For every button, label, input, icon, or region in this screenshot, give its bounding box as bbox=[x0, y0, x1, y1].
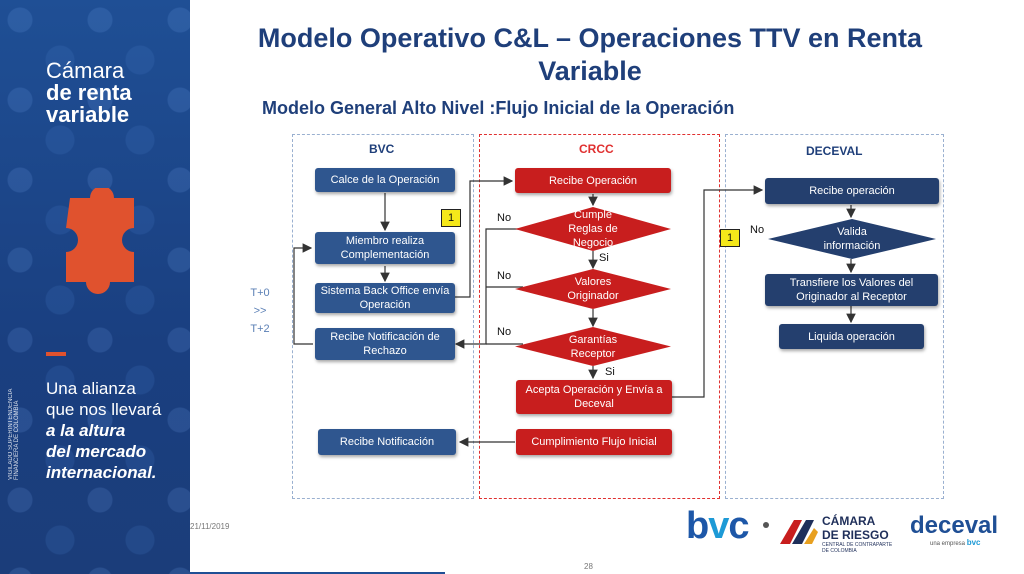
sidebar-panel: Cámara de renta variable Una alianza que… bbox=[0, 0, 190, 574]
brand-text: Cámara de renta variable bbox=[46, 60, 132, 126]
footer-date: 21/11/2019 bbox=[190, 522, 230, 531]
decision-diamond-shape bbox=[768, 219, 936, 259]
deceval-transfiere-box: Transfiere los Valores del Originador al… bbox=[765, 274, 938, 306]
puzzle-piece-icon bbox=[66, 188, 134, 294]
slogan-line-1: Una alianza bbox=[46, 379, 136, 398]
lane-title-bvc: BVC bbox=[369, 142, 395, 156]
bvc-backoffice-box: Sistema Back Office envía Operación bbox=[315, 283, 455, 313]
lane-deceval bbox=[725, 134, 944, 499]
slogan-line-2: que nos llevará bbox=[46, 400, 162, 419]
slogan-line-4: del mercado bbox=[46, 442, 147, 461]
no-label-cumple: No bbox=[497, 212, 512, 224]
slogan-line-3: a la altura bbox=[46, 421, 126, 440]
deceval-valida-label: Valida información bbox=[823, 226, 881, 252]
crcc-garantias-decision: Garantías Receptor bbox=[515, 327, 671, 366]
slogan-line-5: internacional. bbox=[46, 463, 157, 482]
timeline-label: T+0 >> T+2 bbox=[244, 284, 276, 338]
lane-bvc bbox=[292, 134, 474, 499]
slide-title: Modelo Operativo C&L – Operaciones TTV e… bbox=[257, 23, 923, 86]
decision-diamond-shape bbox=[515, 327, 671, 366]
crcc-recibe-box: Recibe Operación bbox=[515, 168, 671, 193]
no-label-valida: No bbox=[750, 224, 765, 236]
no-label-valores: No bbox=[497, 270, 512, 282]
footer-bar bbox=[190, 572, 445, 574]
bvc-logo-c: c bbox=[728, 505, 749, 547]
camara-logo-line2: DE RIESGO bbox=[822, 528, 889, 542]
bvc-logo-b: b bbox=[686, 505, 709, 547]
crcc-valores-label: Valores Originador bbox=[567, 276, 619, 302]
bvc-notificacion-box: Recibe Notificación bbox=[318, 429, 456, 455]
crcc-cumple-label: Cumple Reglas de Negocio bbox=[568, 209, 618, 249]
lane-title-deceval: DECEVAL bbox=[806, 144, 863, 158]
si-label-garantias: Si bbox=[605, 366, 615, 378]
page-number: 28 bbox=[584, 562, 593, 571]
camara-logo-line3: CENTRAL DE CONTRAPARTE DE COLOMBIA bbox=[822, 542, 893, 554]
deceval-liquida-box: Liquida operación bbox=[779, 324, 924, 349]
bvc-miembro-box: Miembro realiza Complementación bbox=[315, 232, 455, 264]
brand-line-2: de renta bbox=[46, 80, 132, 105]
bvc-rechazo-box: Recibe Notificación de Rechazo bbox=[315, 328, 455, 360]
timeline-t0: T+0 bbox=[250, 287, 270, 299]
brand-line-3: variable bbox=[46, 102, 130, 127]
camara-logo-line1: CÁMARA bbox=[822, 514, 876, 528]
no-label-garantias: No bbox=[497, 326, 512, 338]
logo-separator-dot bbox=[763, 522, 769, 528]
deceval-sub-text: una empresa bbox=[930, 541, 966, 547]
deceval-valida-decision: Valida información bbox=[768, 219, 936, 259]
bvc-logo: bvc bbox=[686, 505, 750, 548]
lane-crcc bbox=[479, 134, 720, 499]
camara-riesgo-mark-icon bbox=[780, 520, 818, 544]
timeline-sep: >> bbox=[253, 305, 267, 317]
bvc-logo-v: v bbox=[708, 505, 729, 547]
deceval-logo: deceval bbox=[910, 512, 999, 539]
crcc-acepta-box: Acepta Operación y Envía a Deceval bbox=[516, 380, 672, 414]
decision-diamond-shape bbox=[515, 207, 671, 251]
camara-riesgo-logo: CÁMARA DE RIESGO CENTRAL DE CONTRAPARTE … bbox=[780, 512, 900, 554]
lane-title-crcc: CRCC bbox=[579, 142, 614, 156]
badge-1-bvc: 1 bbox=[441, 209, 461, 227]
crcc-cumplimiento-box: Cumplimiento Flujo Inicial bbox=[516, 429, 672, 455]
timeline-t2: T+2 bbox=[250, 323, 270, 335]
deceval-logo-sub: una empresa bvc bbox=[930, 538, 981, 547]
slide-subtitle: Modelo General Alto Nivel :Flujo Inicial… bbox=[262, 98, 735, 118]
badge-1-deceval: 1 bbox=[720, 229, 740, 247]
crcc-cumple-decision: Cumple Reglas de Negocio bbox=[515, 207, 671, 251]
deceval-sub-brand: bvc bbox=[966, 538, 981, 547]
brand-line-1: Cámara bbox=[46, 58, 125, 83]
crcc-valores-decision: Valores Originador bbox=[515, 269, 671, 309]
bvc-calce-box: Calce de la Operación bbox=[315, 168, 455, 192]
decision-diamond-shape bbox=[515, 269, 671, 309]
slogan-text: Una alianza que nos llevará a la altura … bbox=[46, 378, 161, 483]
accent-dash bbox=[46, 352, 66, 356]
crcc-garantias-label: Garantías Receptor bbox=[568, 333, 618, 360]
si-label-cumple: Si bbox=[599, 252, 609, 264]
deceval-recibe-box: Recibe operación bbox=[765, 178, 939, 204]
